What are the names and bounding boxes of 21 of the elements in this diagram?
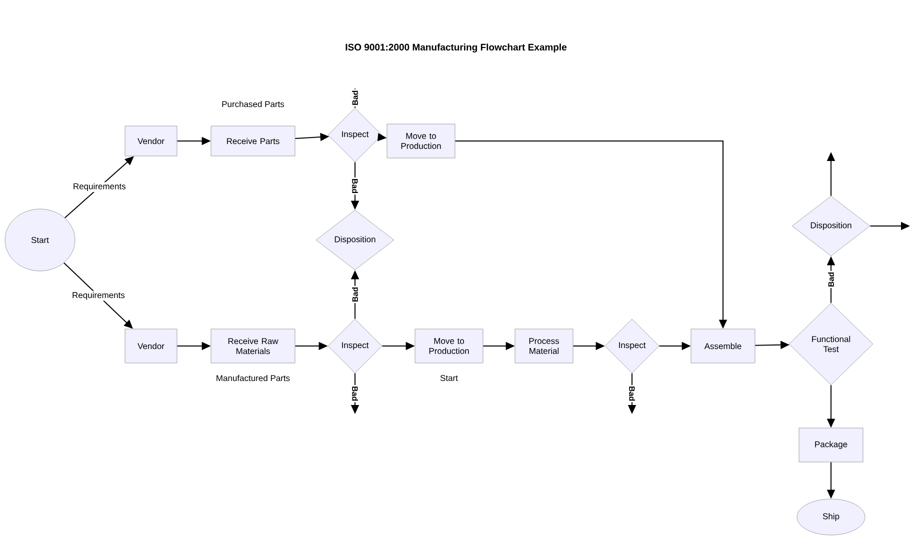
node-label: Manufactured Parts — [216, 374, 290, 382]
edge-label: Bad — [827, 270, 835, 288]
edge-label: Bad — [351, 286, 359, 304]
process-box: Package — [798, 428, 864, 462]
process-box: Assemble — [690, 328, 756, 364]
process-box: Move to Production — [414, 328, 484, 364]
edge-label: Bad — [351, 385, 359, 402]
process-box: Vendor — [124, 126, 178, 156]
edge-label: Bad — [628, 385, 636, 402]
edge-label: Requirements — [71, 290, 126, 301]
edge-label: Bad — [351, 89, 359, 106]
node-label: Purchased Parts — [222, 100, 284, 108]
process-box: Process Material — [514, 328, 574, 364]
process-box: Receive Parts — [210, 126, 296, 156]
edge-label: Requirements — [72, 182, 127, 192]
process-box: Move to Production — [386, 124, 456, 158]
title: ISO 9001:2000 Manufacturing Flowchart Example — [346, 44, 567, 52]
process-box: Vendor — [124, 328, 178, 364]
node-label: Start — [440, 375, 458, 381]
process-box: Receive Raw Materials — [210, 328, 296, 364]
edge-label: Bad — [351, 177, 359, 195]
